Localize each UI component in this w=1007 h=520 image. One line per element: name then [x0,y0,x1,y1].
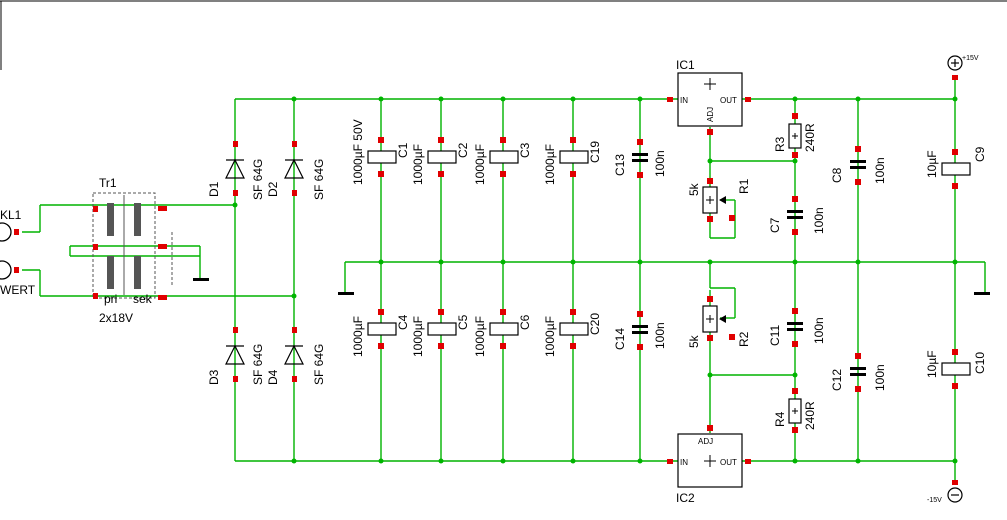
supply-pads [952,75,958,485]
electrolytic-cap-bodies [367,150,971,376]
transformer-tr1 [92,192,173,300]
diode-pads [233,141,297,382]
diode-d3-value: SF 64G [251,344,265,385]
supply-terminals [947,55,963,503]
ic1-out-label: OUT [720,96,737,105]
cap-c5-value: 1000µF [411,316,425,357]
junctions [232,96,958,464]
regulator-ic1 [667,72,751,135]
connector-label-wert: WERT [0,283,36,297]
resistor-r3-name: R3 [773,136,787,152]
resistor-pads [707,113,798,433]
resistor-marks [706,133,798,414]
resistor-symbols [702,123,802,424]
cap-c12-name: C12 [830,369,844,391]
ic2-name: IC2 [676,491,695,505]
ic2-adj-label: ADJ [698,437,713,446]
cap-c13-name: C13 [613,154,627,176]
cap-c12-value: 100n [873,364,887,391]
frame-corner [0,0,1007,70]
ic1-name: IC1 [676,58,695,72]
cap-c14-name: C14 [613,328,627,350]
resistor-r4-value: 240R [803,401,817,430]
cap-c4-value: 1000µF [351,316,365,357]
cap-c4-name: C4 [396,314,410,330]
transformer-value: 2x18V [99,311,133,325]
connector-label-kl1: KL1 [0,208,22,222]
cap-c6-name: C6 [518,314,532,330]
pot-r1-value: 5k [687,182,701,196]
cap-c2-value: 1000µF [411,144,425,185]
resistor-r4-name: R4 [773,411,787,427]
cap-c3-name: C3 [518,142,532,158]
diode-d4-value: SF 64G [312,344,326,385]
ground-symbols [193,278,990,295]
supply-plus-label: +15V [962,55,979,62]
cap-c1-value: 1000µF 50V [351,119,365,185]
resistor-r3-value: 240R [803,123,817,152]
diode-d4-name: D4 [266,369,280,385]
pot-r1-name: R1 [737,178,751,194]
transformer-primary-label: pri [104,292,117,306]
supply-minus-label: -15V [927,497,942,504]
cap-c7-name: C7 [768,217,782,233]
diode-d1-name: D1 [207,181,221,197]
cap-c8-value: 100n [873,157,887,184]
ceramic-cap-plates [632,153,866,376]
cap-c6-value: 1000µF [473,316,487,357]
regulator-ic2 [667,425,751,488]
pot-r2-value: 5k [687,334,701,348]
ic2-out-label: OUT [720,458,737,467]
cap-c19-name: C19 [588,141,602,163]
diode-d2-name: D2 [266,181,280,197]
electrolytic-cap-pads [378,137,958,389]
cap-c14-value: 100n [653,322,667,349]
cap-c9-name: C9 [973,146,987,162]
ceramic-cap-pads [637,139,861,392]
pot-r2-name: R2 [737,331,751,347]
input-connectors [0,222,12,280]
cap-c1-name: C1 [396,142,410,158]
pot-wiper-arrows [719,196,726,323]
cap-c20-name: C20 [588,313,602,335]
cap-c11-name: C11 [768,325,782,346]
cap-c7-value: 100n [812,207,826,234]
transformer-name: Tr1 [99,176,117,190]
wires [22,75,986,485]
diode-d2-value: SF 64G [312,159,326,200]
cap-c11-value: 100n [812,317,826,344]
cap-c10-name: C10 [973,352,987,374]
diode-symbols [225,158,304,365]
diode-d1-value: SF 64G [251,159,265,200]
cap-c5-name: C5 [456,314,470,330]
ic2-in-label: IN [680,458,688,467]
cap-c19-value: 1000µF [543,144,557,185]
cap-c13-value: 100n [653,150,667,177]
ic1-in-label: IN [680,96,688,105]
diode-d3-name: D3 [207,369,221,385]
input-pads [14,229,19,273]
cap-c20-value: 1000µF [543,316,557,357]
transformer-secondary-label: sek [133,292,153,306]
cap-c3-value: 1000µF [473,144,487,185]
cap-c10-value: 10µF [925,350,939,378]
cap-c2-name: C2 [456,142,470,158]
ic1-adj-label: ADJ [706,107,715,122]
cap-c9-value: 10µF [925,150,939,178]
cap-c8-name: C8 [830,167,844,183]
